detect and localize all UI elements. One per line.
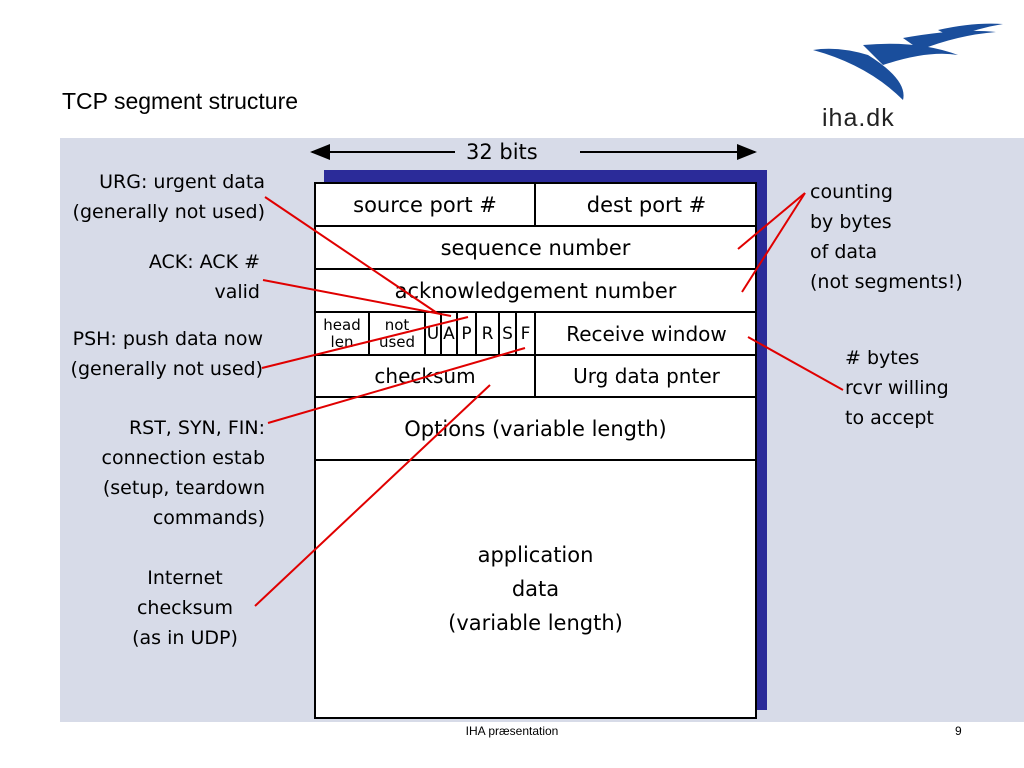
annotation-ack-line-2: valid [214, 281, 260, 303]
annotation-checksum-line-3: (as in UDP) [132, 627, 238, 649]
app-data-line-3: (variable length) [448, 611, 623, 635]
annotation-urg: URG: urgent data (generally not used) [10, 167, 265, 227]
rcvr-callout-line [747, 336, 844, 391]
annotation-psh-line-2: (generally not used) [70, 358, 263, 380]
app-data-field: application data (variable length) [316, 461, 755, 717]
annotation-rst-line-4: commands) [152, 507, 265, 529]
ack-callout-line [262, 279, 452, 317]
annotation-checksum-line-2: checksum [136, 597, 234, 619]
annotation-rst-syn-fin: RST, SYN, FIN: connection estab (setup, … [10, 413, 265, 533]
slide-title: TCP segment structure [62, 88, 299, 114]
flag-syn: S [500, 313, 517, 354]
annotation-ack: ACK: ACK # valid [10, 247, 260, 307]
app-data-line-2: data [511, 577, 560, 601]
not-used-line-1: not [384, 315, 410, 334]
urg-pointer-field: Urg data pnter [573, 364, 720, 388]
annotation-counting-line-1: counting [810, 181, 893, 203]
page-number: 9 [955, 724, 962, 738]
flag-urg: U [426, 313, 442, 354]
tcp-segment: source port # dest port # sequence numbe… [314, 182, 757, 719]
flag-ack: A [442, 313, 458, 354]
row-options: Options (variable length) [316, 398, 755, 461]
row-checksum: checksum Urg data pnter [316, 356, 755, 398]
annotation-counting-line-4: (not segments!) [810, 271, 963, 293]
annotation-urg-line-2: (generally not used) [72, 201, 265, 223]
annotation-counting: counting by bytes of data (not segments!… [810, 177, 1010, 297]
row-flags: head len not used U A P R S F Receive wi… [316, 313, 755, 356]
annotation-rcvr-line-3: to accept [845, 407, 934, 429]
annotation-counting-line-3: of data [810, 241, 878, 263]
counting-callout-line-2 [741, 192, 806, 293]
annotation-rcvr-line-1: # bytes [845, 347, 920, 369]
rst-callout-line [267, 347, 526, 424]
urg-callout-line [264, 196, 438, 314]
annotation-rst-line-1: RST, SYN, FIN: [128, 417, 265, 439]
logo-text: iha.dk [822, 104, 895, 132]
annotation-urg-line-1: URG: urgent data [99, 171, 265, 193]
annotation-rcvr: # bytes rcvr willing to accept [845, 343, 1015, 433]
checksum-callout-line [254, 384, 491, 607]
psh-callout-line [261, 316, 469, 369]
width-label: 32 bits [462, 140, 542, 164]
annotation-rst-line-3: (setup, teardown [102, 477, 265, 499]
footer-text: IHA præsentation [465, 724, 559, 738]
flag-rst: R [477, 313, 500, 354]
row-ack: acknowledgement number [316, 270, 755, 313]
ack-number-field: acknowledgement number [394, 278, 677, 303]
annotation-psh-line-1: PSH: push data now [72, 328, 263, 350]
head-len-line-1: head [323, 315, 361, 334]
sequence-number-field: sequence number [440, 235, 631, 260]
app-data-line-1: application [477, 543, 594, 567]
annotation-checksum-line-1: Internet [147, 567, 223, 589]
annotation-checksum: Internet checksum (as in UDP) [110, 563, 260, 653]
flag-psh: P [458, 313, 477, 354]
receive-window-field: Receive window [566, 321, 727, 346]
source-port-field: source port # [316, 184, 536, 225]
annotation-psh: PSH: push data now (generally not used) [10, 324, 263, 384]
dest-port-field: dest port # [586, 192, 707, 217]
counting-callout-line-1 [737, 192, 806, 250]
annotation-rcvr-line-2: rcvr willing [845, 377, 949, 399]
annotation-rst-line-2: connection estab [101, 447, 265, 469]
options-field: Options (variable length) [404, 416, 667, 441]
row-sequence: sequence number [316, 227, 755, 270]
annotation-ack-line-1: ACK: ACK # [148, 251, 260, 273]
row-ports: source port # dest port # [316, 184, 755, 227]
iha-logo-icon [813, 23, 1003, 100]
flag-fin: F [517, 313, 536, 354]
annotation-counting-line-2: by bytes [810, 211, 892, 233]
